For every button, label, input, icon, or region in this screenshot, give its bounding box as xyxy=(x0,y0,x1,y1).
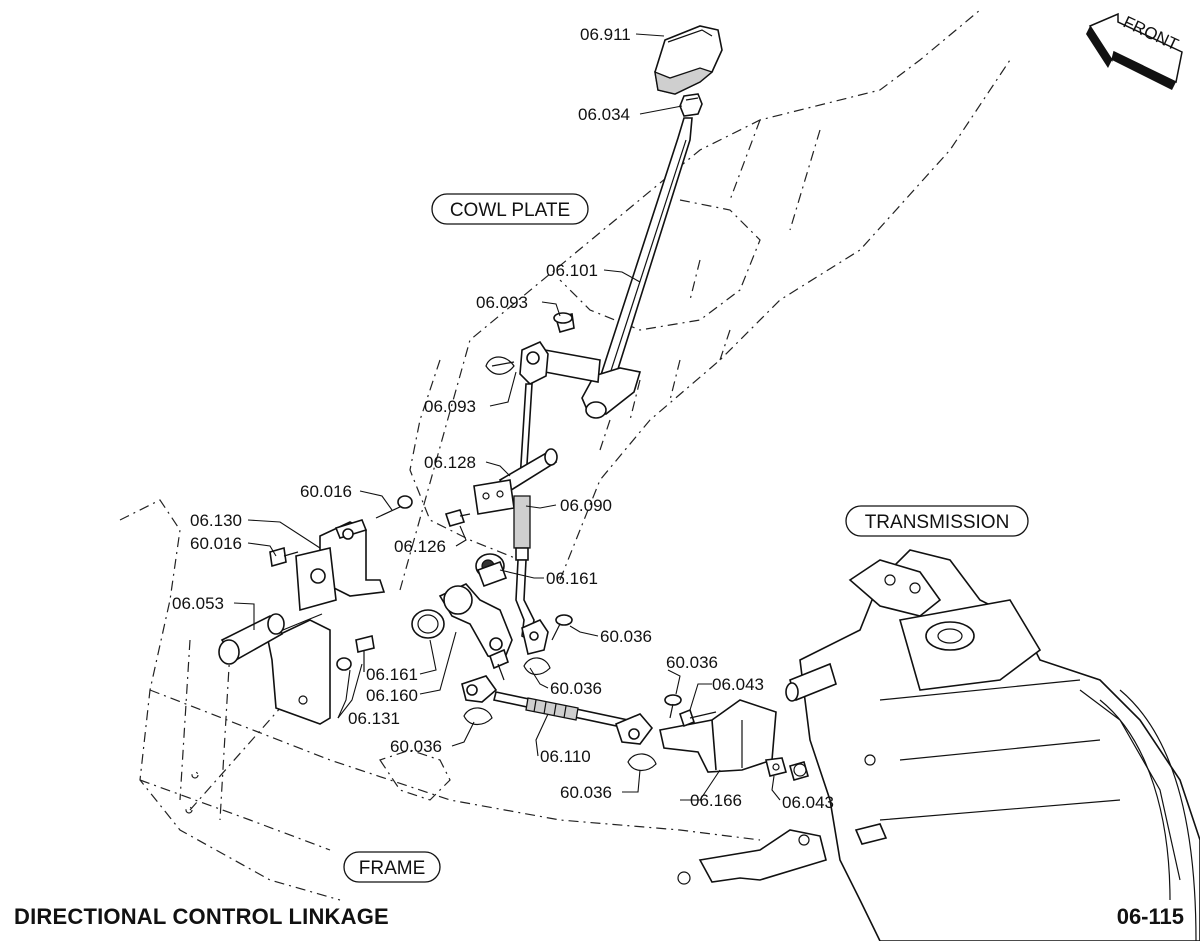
bolt-60-016-upper xyxy=(375,495,413,519)
label-06-126: 06.126 xyxy=(394,537,446,556)
label-06-093-lower: 06.093 xyxy=(424,397,476,416)
label-06-130: 06.130 xyxy=(190,511,242,530)
shift-lever xyxy=(544,117,693,419)
label-06-161-upper: 06.161 xyxy=(546,569,598,588)
clevis-mid xyxy=(521,618,549,655)
hair-pin-clip-mid xyxy=(523,657,551,676)
pivot-bracket xyxy=(319,519,386,597)
label-06-160: 06.160 xyxy=(366,686,418,705)
hair-pin-clip-right xyxy=(627,753,657,772)
cowl-plate-outline xyxy=(399,9,1011,591)
label-06-131: 06.131 xyxy=(348,709,400,728)
label-06-034: 06.034 xyxy=(578,105,630,124)
clevis-left xyxy=(461,675,498,703)
label-06-043-upper: 06.043 xyxy=(712,675,764,694)
frame-outline xyxy=(119,499,761,901)
nut-06-043-lower xyxy=(765,757,809,781)
label-06-128: 06.128 xyxy=(424,453,476,472)
area-label-cowl-plate: COWL PLATE xyxy=(431,193,589,225)
label-60-016-upper: 60.016 xyxy=(300,482,352,501)
clevis-pin-upper xyxy=(553,312,575,333)
label-06-101: 06.101 xyxy=(546,261,598,280)
label-06-043-lower: 06.043 xyxy=(782,793,834,812)
clevis-pin-bracket xyxy=(664,694,682,719)
hair-pin-clip-upper xyxy=(485,356,515,375)
bolt-06-043-upper xyxy=(679,708,717,728)
bellcrank xyxy=(438,583,513,661)
label-60-036-d: 60.036 xyxy=(390,737,442,756)
transmission-housing xyxy=(677,549,1200,941)
jam-nut xyxy=(679,93,703,117)
area-label-transmission: TRANSMISSION xyxy=(845,505,1029,537)
svg-text:TRANSMISSION: TRANSMISSION xyxy=(865,512,1010,533)
label-06-161-lower: 06.161 xyxy=(366,665,418,684)
turnbuckle xyxy=(513,495,535,642)
clevis-upper xyxy=(519,340,549,385)
label-60-036-c: 60.036 xyxy=(550,679,602,698)
label-60-036-e: 60.036 xyxy=(560,783,612,802)
bolt-06-131 xyxy=(336,635,375,672)
svg-text:COWL PLATE: COWL PLATE xyxy=(450,200,570,221)
label-60-036-b: 60.036 xyxy=(666,653,718,672)
label-06-911: 06.911 xyxy=(580,25,631,44)
page-number: 06-115 xyxy=(1116,904,1184,929)
clevis-pin-lower-left xyxy=(489,648,509,681)
pivot-pin-06-053 xyxy=(218,613,285,665)
label-60-016-lower: 60.016 xyxy=(190,534,242,553)
front-arrow: FRONT xyxy=(1086,12,1183,90)
clevis-pin-mid xyxy=(551,614,573,641)
label-06-090: 06.090 xyxy=(560,496,612,515)
control-rod-lower xyxy=(493,691,629,729)
bolt-06-126 xyxy=(444,509,471,527)
bushing-lower xyxy=(411,609,445,639)
mounting-plate xyxy=(267,547,337,725)
diagram-title: DIRECTIONAL CONTROL LINKAGE xyxy=(14,904,389,929)
clevis-right xyxy=(615,713,654,745)
transmission-bracket xyxy=(659,699,777,773)
label-06-093-upper: 06.093 xyxy=(476,293,528,312)
part-labels: 06.911 06.034 06.101 06.093 06.093 06.12… xyxy=(172,25,834,812)
svg-text:FRAME: FRAME xyxy=(359,858,426,879)
rod-bracket xyxy=(473,479,515,515)
label-60-036-a: 60.036 xyxy=(600,627,652,646)
area-label-frame: FRAME xyxy=(343,851,441,883)
label-06-166: 06.166 xyxy=(690,791,742,810)
label-06-110: 06.110 xyxy=(540,747,591,766)
label-06-053: 06.053 xyxy=(172,594,224,613)
leader-lines xyxy=(233,33,781,801)
bolt-60-016-lower xyxy=(269,546,299,568)
hair-pin-clip-left xyxy=(463,707,493,726)
shift-knob xyxy=(654,25,723,95)
bushing-upper xyxy=(475,553,508,588)
